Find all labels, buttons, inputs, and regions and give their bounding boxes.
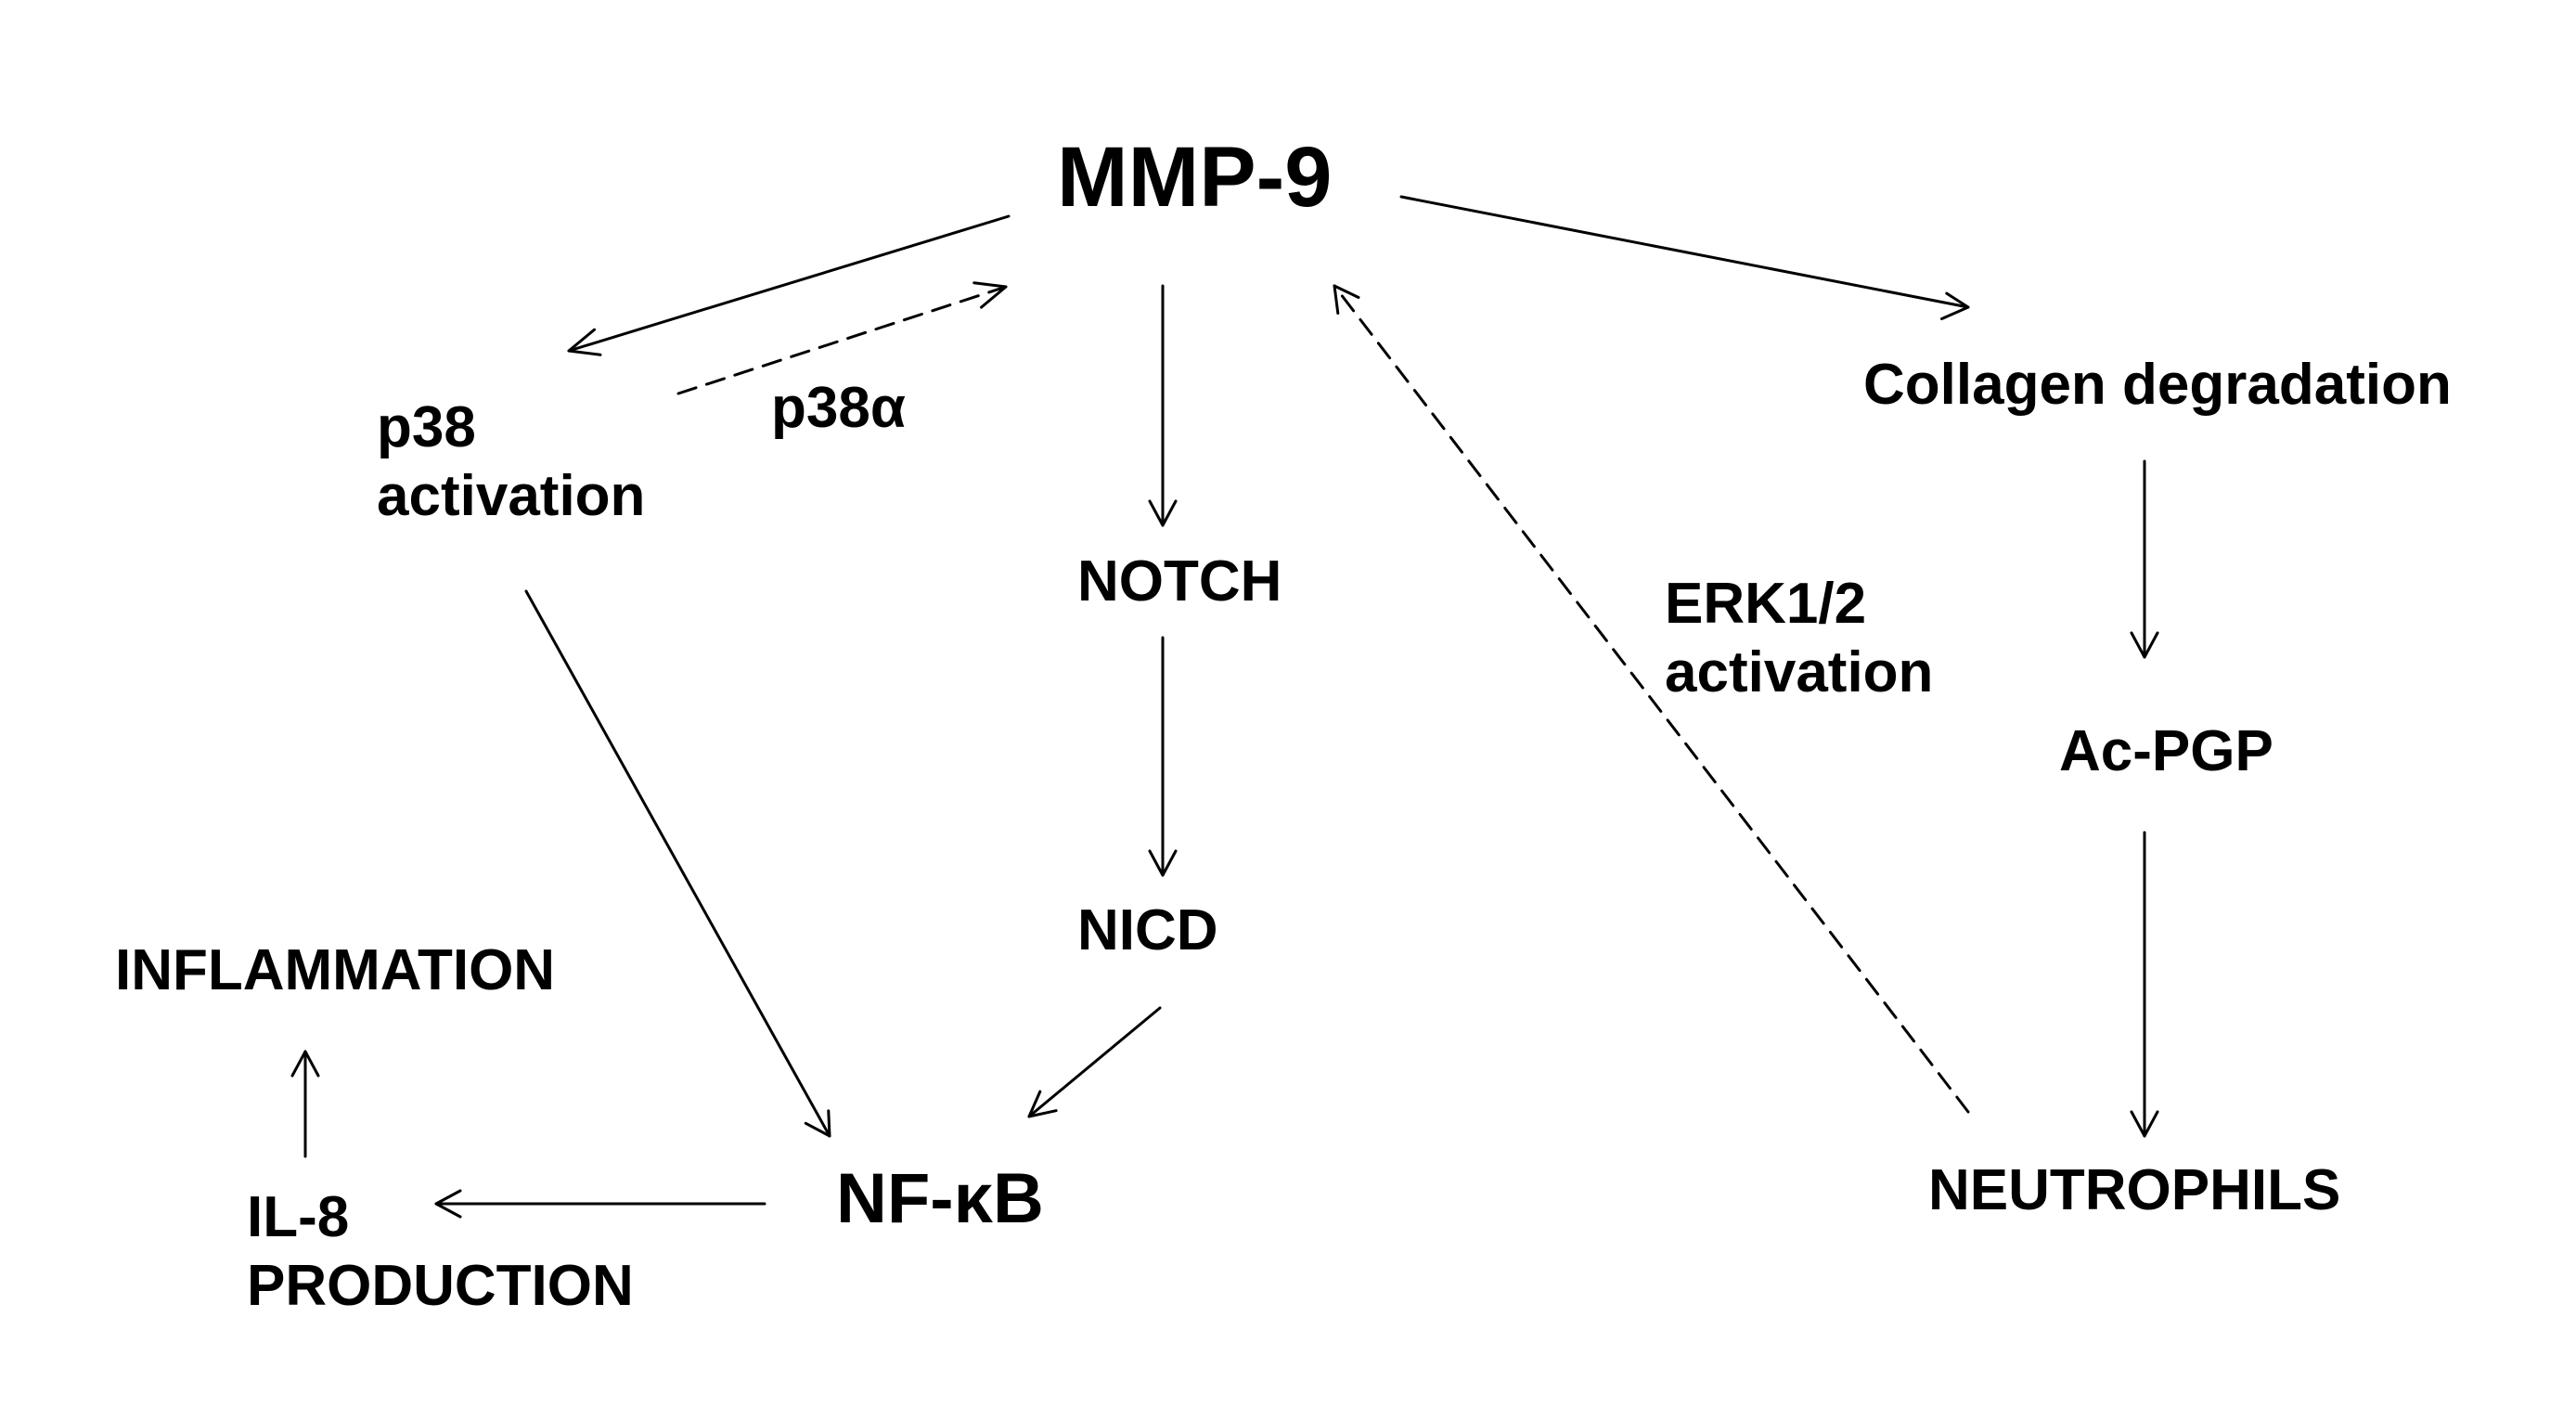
label-p38-alpha: p38α [771, 376, 906, 440]
arrow-notch-to-nicd [1148, 636, 1178, 877]
node-p38-activation: p38 activation [377, 394, 645, 532]
arrow-p38-to-mmp9-dashed [676, 281, 1008, 395]
arrow-neutrophils-to-mmp9-dashed [1333, 284, 1970, 1114]
node-mmp9: MMP-9 [1057, 130, 1333, 225]
node-inflammation: INFLAMMATION [115, 938, 556, 1002]
node-ac-pgp: Ac-PGP [2059, 719, 2273, 783]
node-nfkb: NF-κB [836, 1159, 1044, 1238]
node-notch: NOTCH [1077, 549, 1282, 613]
arrow-mmp9-to-p38 [567, 214, 1011, 356]
arrow-mmp9-to-collagen [1399, 195, 1970, 320]
arrow-il8-to-inflammation [290, 1050, 320, 1158]
node-nicd: NICD [1077, 898, 1218, 962]
label-erk-activation: ERK1/2 activation [1665, 570, 1933, 708]
node-il8-production: IL-8 PRODUCTION [247, 1183, 634, 1322]
node-p38-activation-line2: activation [377, 464, 646, 529]
arrow-nfkb-to-il8 [434, 1189, 766, 1219]
label-erk-activation-line2: activation [1665, 640, 1934, 705]
node-collagen-degradation: Collagen degradation [1863, 353, 2452, 417]
node-p38-activation-line1: p38 [377, 395, 476, 459]
arrow-nicd-to-nfkb [1027, 1006, 1162, 1118]
arrow-collagen-to-acpgp [2130, 459, 2159, 659]
node-il8-production-line2: PRODUCTION [247, 1254, 634, 1319]
arrow-mmp9-to-notch [1148, 284, 1178, 527]
node-il8-production-line1: IL-8 [247, 1185, 350, 1249]
label-erk-activation-line1: ERK1/2 [1665, 572, 1867, 636]
arrow-p38-to-nfkb [524, 589, 831, 1138]
node-neutrophils: NEUTROPHILS [1928, 1158, 2341, 1222]
arrow-acpgp-to-neutrophils [2130, 831, 2159, 1138]
